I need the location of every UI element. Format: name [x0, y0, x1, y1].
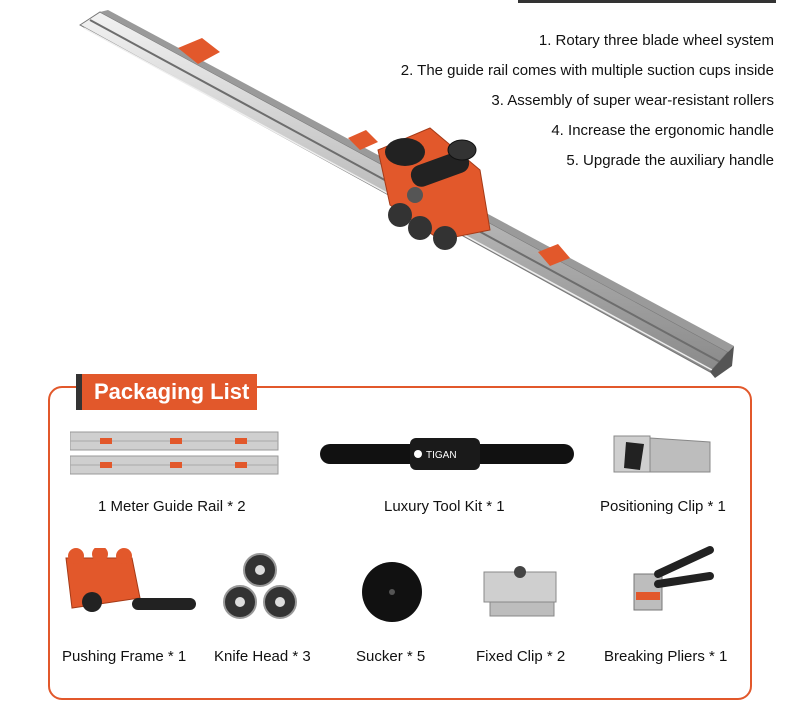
item-label-sucker: Sucker * 5 [356, 648, 426, 665]
feature-3: 3. Assembly of super wear-resistant roll… [491, 92, 774, 109]
breaking-pliers-icon [633, 546, 714, 611]
rail-clip-icon [178, 38, 570, 266]
feature-1: 1. Rotary three blade wheel system [538, 32, 774, 49]
item-label-guide-rail: 1 Meter Guide Rail * 2 [98, 498, 246, 515]
positioning-clip-icon [613, 435, 711, 473]
feature-4: 4. Increase the ergonomic handle [551, 122, 774, 139]
tile-cutter-rail-image [79, 10, 734, 378]
sucker-icon [362, 562, 422, 622]
feature-2: 2. The guide rail comes with multiple su… [400, 62, 774, 79]
guide-rail-icon [70, 431, 279, 475]
packaging-list-title: Packaging List [76, 374, 258, 410]
pushing-frame-on-rail-icon [377, 127, 491, 250]
knife-head-icon [223, 553, 297, 619]
feature-list: 1. Rotary three blade wheel system 2. Th… [401, 26, 774, 176]
item-label-breaking-pliers: Breaking Pliers * 1 [604, 648, 728, 665]
bag-logo-text: TIGAN [426, 450, 457, 461]
top-divider [518, 0, 776, 3]
item-label-knife-head: Knife Head * 3 [214, 648, 311, 665]
fixed-clip-icon [483, 566, 557, 617]
feature-5: 5. Upgrade the auxiliary handle [566, 152, 774, 169]
item-label-tool-kit: Luxury Tool Kit * 1 [384, 498, 505, 515]
packaging-list-panel [48, 386, 752, 700]
item-label-fixed-clip: Fixed Clip * 2 [476, 648, 566, 665]
item-label-pushing-frame: Pushing Frame * 1 [62, 648, 187, 665]
tool-bag-icon: TIGAN [320, 438, 574, 470]
pushing-frame-icon [65, 548, 196, 612]
item-label-positioning-clip: Positioning Clip * 1 [600, 498, 726, 515]
